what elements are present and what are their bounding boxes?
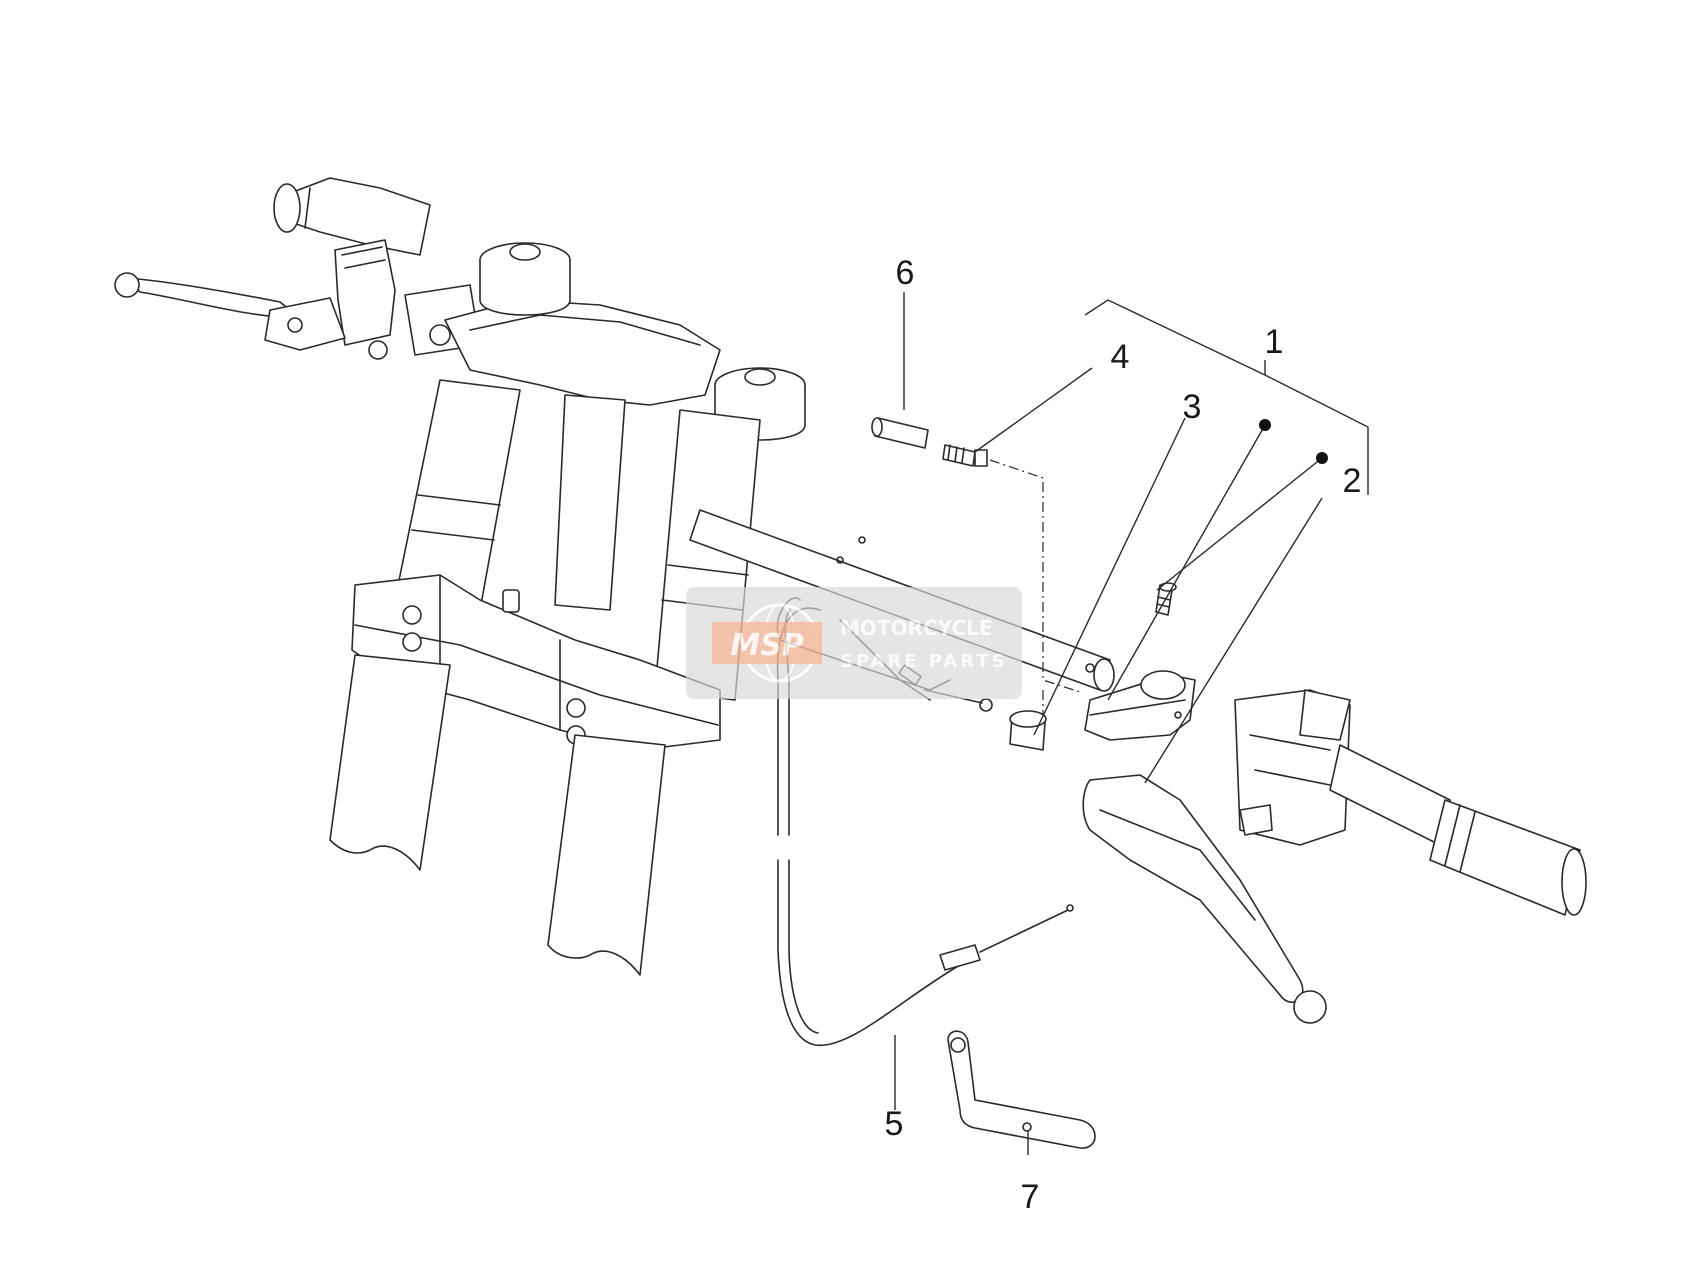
- callout-4: 4: [1111, 338, 1130, 376]
- callout-2: 2: [1343, 462, 1362, 500]
- part-7-bracket: [947, 1030, 1096, 1149]
- part-3-bushing: [1009, 710, 1047, 751]
- watermark-line1: MOTORCYCLE: [840, 616, 992, 640]
- part-6-sleeve: [871, 417, 929, 449]
- watermark-line2: SPARE PARTS: [840, 651, 1008, 672]
- alignment-line-4: [989, 459, 1081, 693]
- callout-3: 3: [1183, 388, 1202, 426]
- callout-5: 5: [885, 1105, 904, 1143]
- right-switch-and-grip: [1234, 689, 1587, 916]
- callout-1: 1: [1265, 323, 1284, 361]
- lever-bracket: [1084, 582, 1196, 741]
- watermark: MSP MOTORCYCLE SPARE PARTS: [686, 587, 1022, 699]
- reference-dot: [1316, 452, 1328, 464]
- callout-6: 6: [896, 254, 915, 292]
- kit-bracket-1: [1084, 299, 1369, 495]
- callout-7: 7: [1021, 1178, 1040, 1216]
- watermark-logo: MSP: [730, 628, 803, 663]
- part-4-adjuster-screw: [942, 444, 988, 467]
- fork-assembly: [329, 242, 806, 976]
- leader-lines: [894, 292, 1328, 1155]
- callout-numbers: 1 2 3 4 5 6 7: [885, 254, 1362, 1216]
- watermark-logo-box: [712, 622, 822, 664]
- reference-dot: [1259, 419, 1271, 431]
- clutch-lever-part-2: [1082, 774, 1327, 1024]
